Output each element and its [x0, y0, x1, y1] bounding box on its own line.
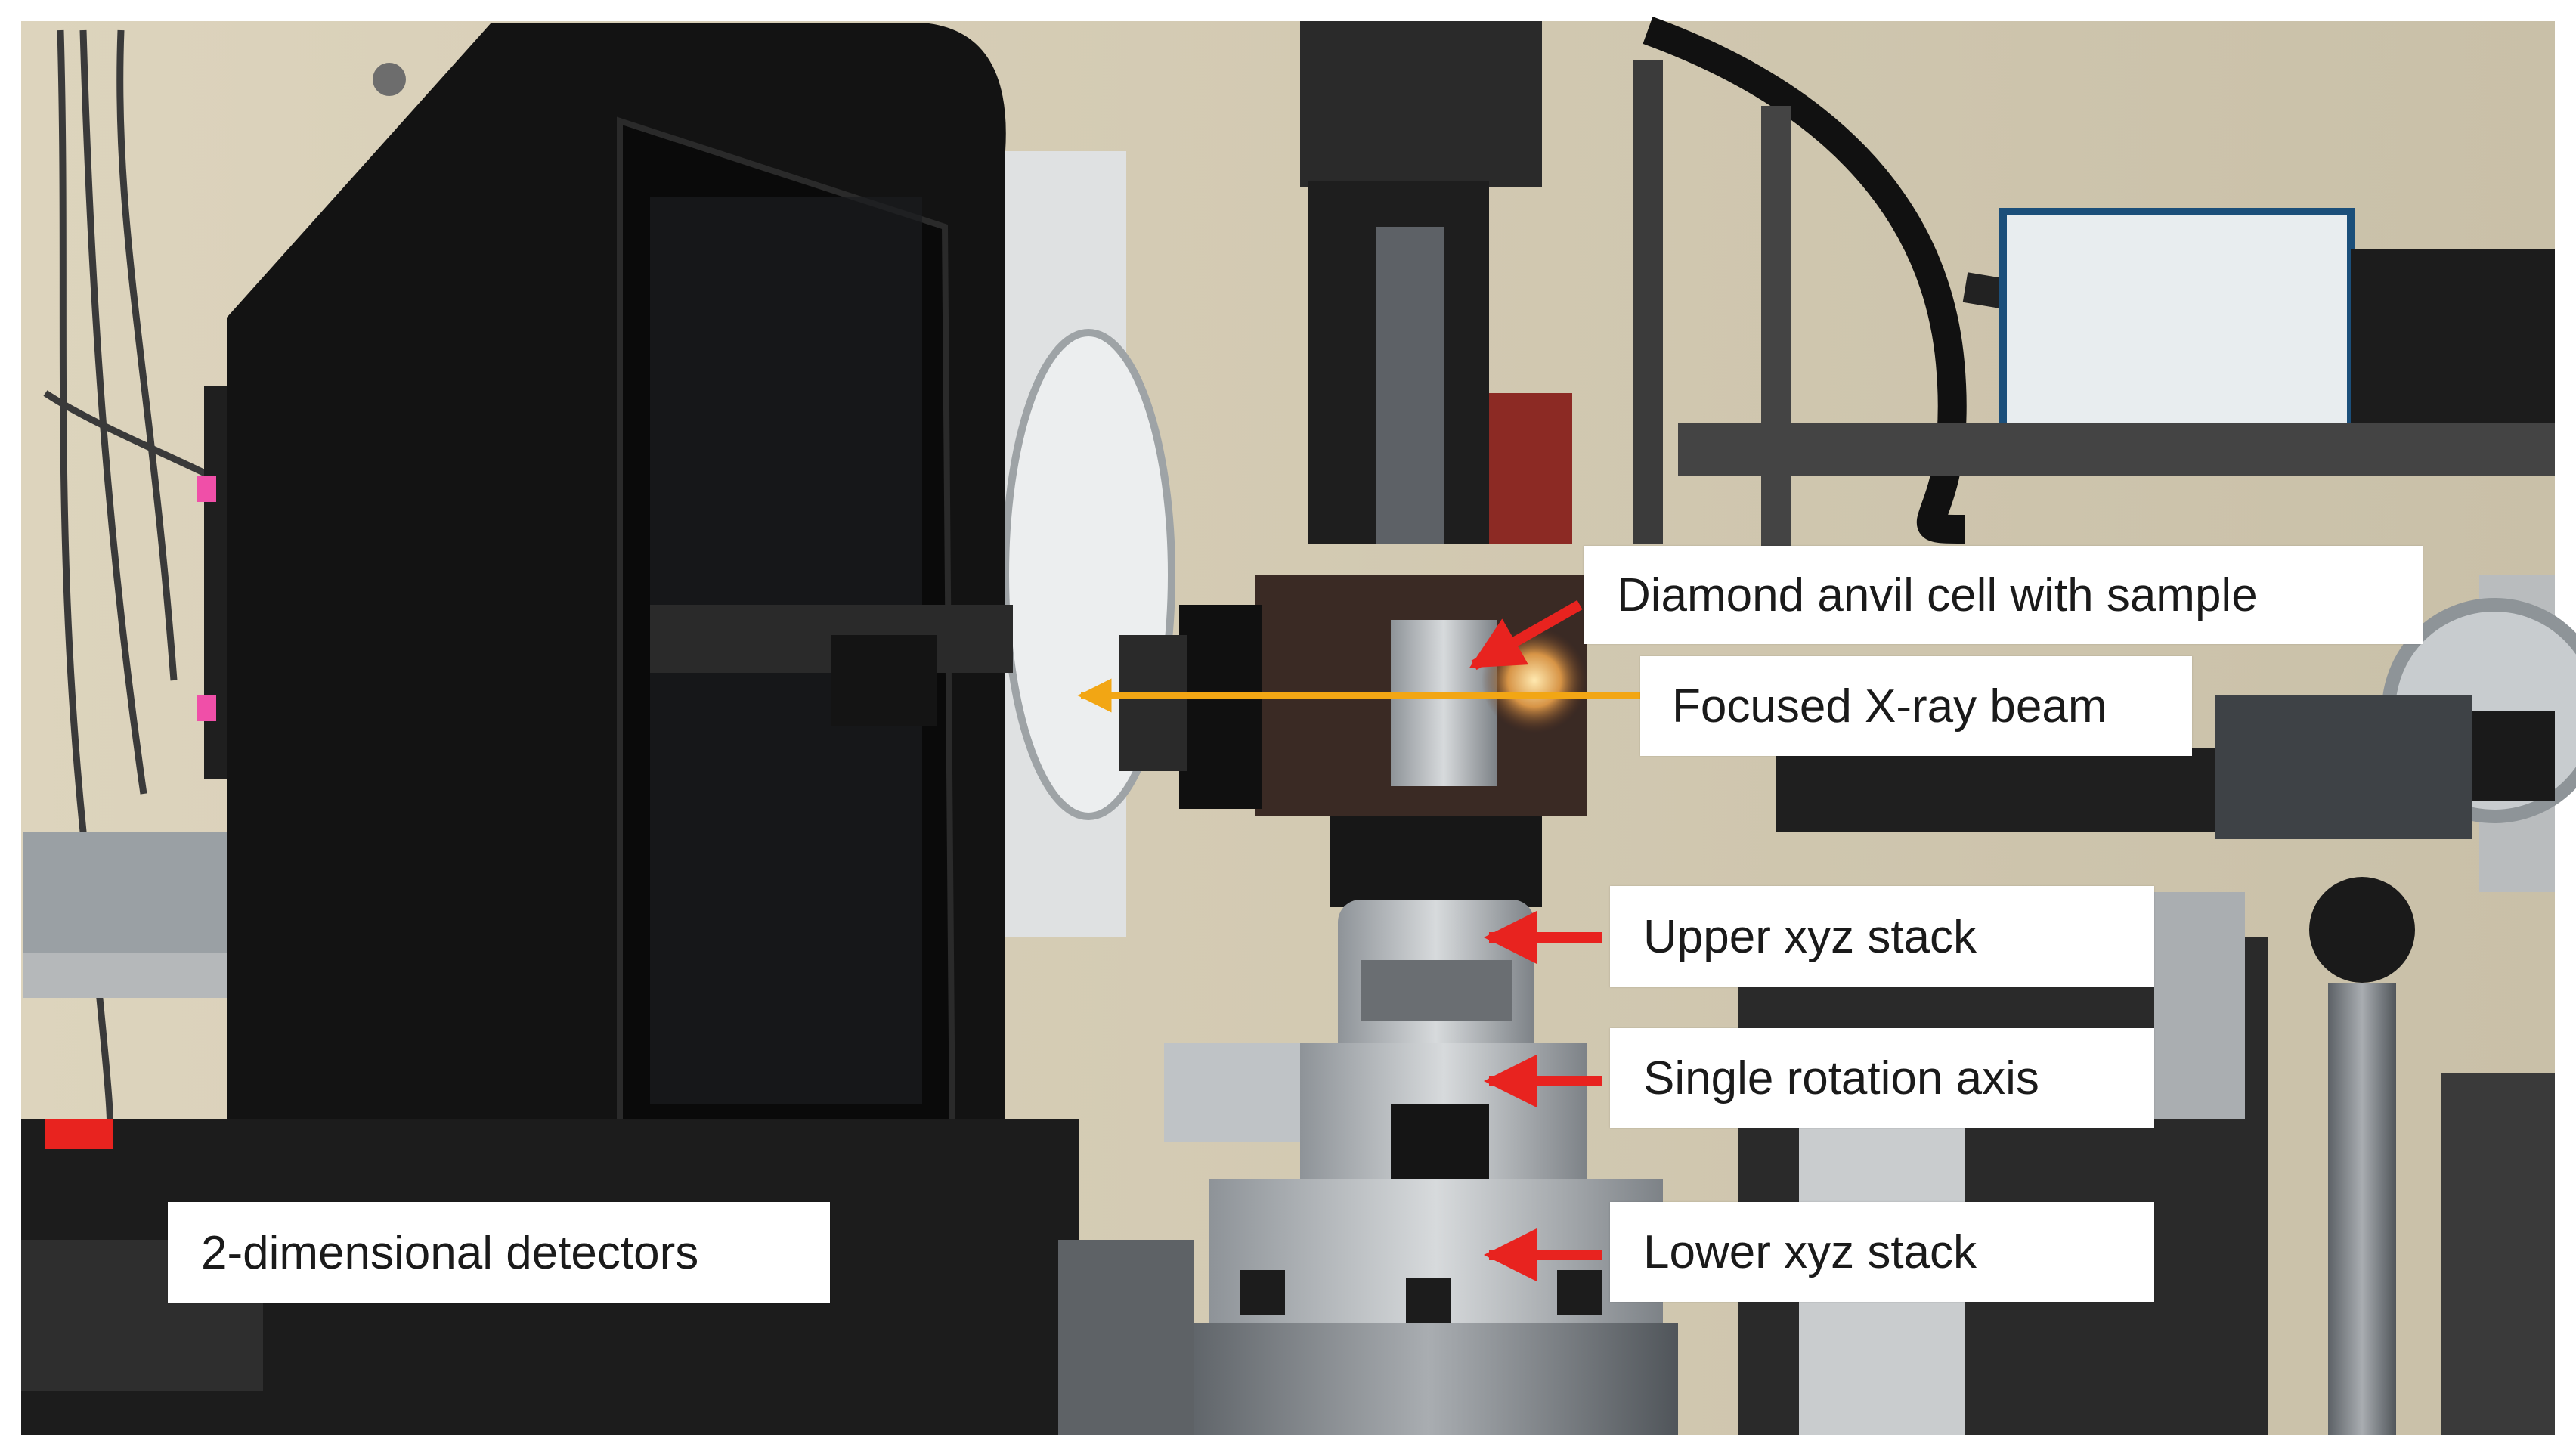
fiber-cable: [1643, 17, 1967, 544]
label-lower-stack: Lower xyz stack: [1610, 1202, 2154, 1302]
instrument-box: [1999, 208, 2355, 442]
power-strip: [23, 832, 249, 953]
label-xray-beam: Focused X-ray beam: [1640, 656, 2192, 756]
sample-glow: [1482, 627, 1587, 733]
label-rotation-axis: Single rotation axis: [1610, 1028, 2154, 1128]
wall-cables: [43, 29, 229, 1138]
label-diamond-anvil-cell: Diamond anvil cell with sample: [1584, 546, 2423, 644]
camera: [1776, 748, 2230, 832]
label-detectors: 2-dimensional detectors: [168, 1202, 830, 1303]
top-mount: [1300, 21, 1542, 187]
upper-stack-plate: [1330, 816, 1542, 907]
camera-post: [2328, 983, 2396, 1435]
arrow-diamond-cell: [1469, 599, 1583, 671]
label-upper-stack: Upper xyz stack: [1610, 886, 2154, 987]
